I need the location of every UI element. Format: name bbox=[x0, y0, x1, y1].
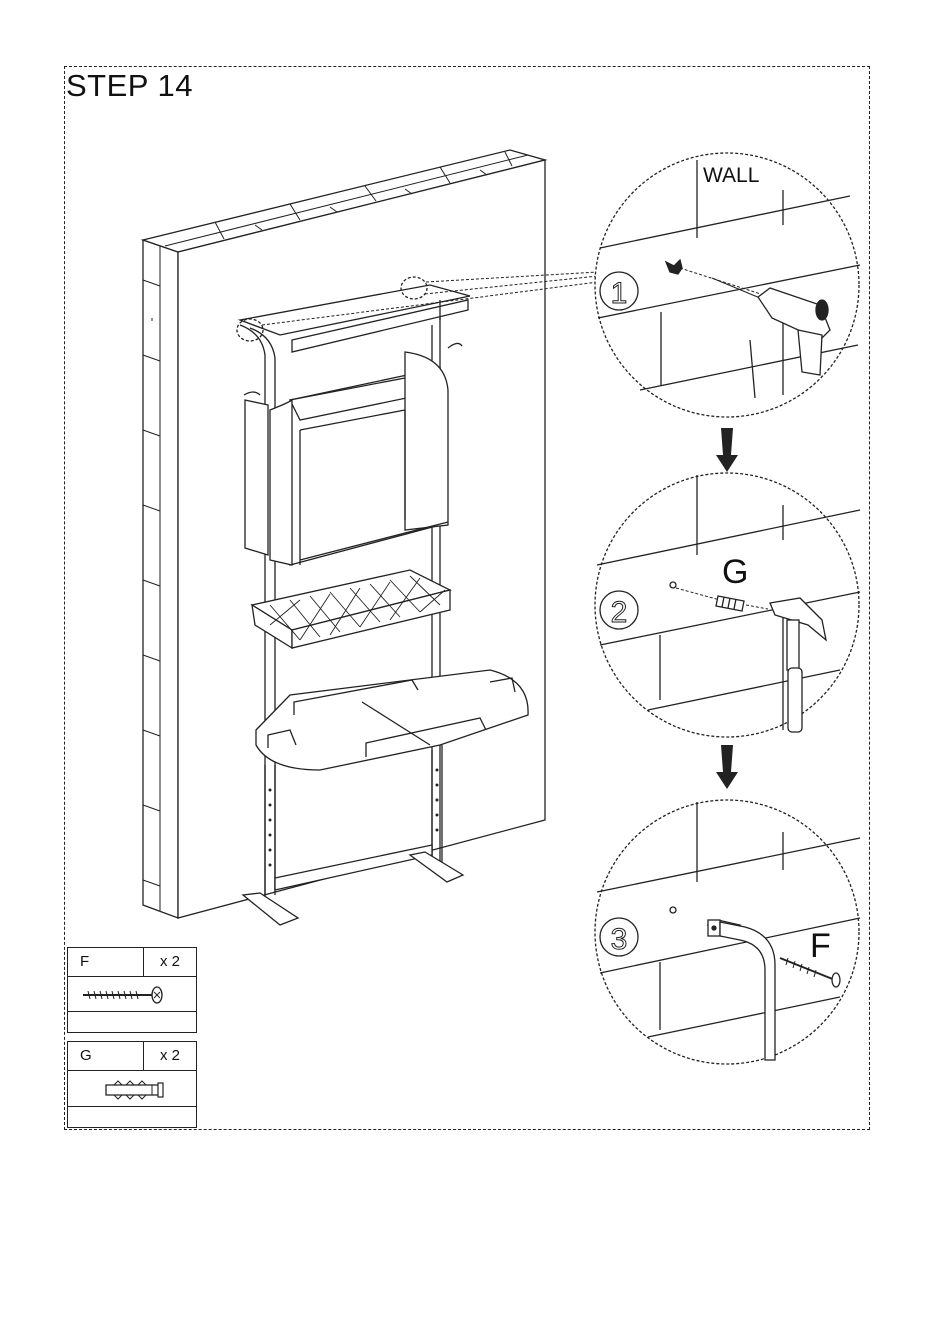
part-box-f: F x 2 bbox=[67, 947, 197, 1033]
detail-1-number: 1 bbox=[611, 277, 628, 310]
arrow-down-icon bbox=[716, 428, 738, 472]
arrow-down-icon bbox=[716, 745, 738, 789]
wall-label: WALL bbox=[703, 164, 759, 187]
part-header: F x 2 bbox=[68, 948, 196, 977]
part-header: G x 2 bbox=[68, 1042, 196, 1071]
detail-2-part-label: G bbox=[722, 553, 748, 591]
detail-3-part-label: F bbox=[810, 927, 831, 965]
detail-3-number: 3 bbox=[611, 923, 628, 956]
wall-anchor-icon bbox=[68, 1070, 196, 1107]
part-letter: G bbox=[80, 1047, 92, 1064]
screw-icon bbox=[68, 976, 196, 1012]
part-quantity: x 2 bbox=[160, 953, 180, 970]
part-box-g: G x 2 bbox=[67, 1041, 197, 1128]
part-letter: F bbox=[80, 953, 89, 970]
part-quantity: x 2 bbox=[160, 1047, 180, 1064]
detail-2-number: 2 bbox=[611, 596, 628, 629]
